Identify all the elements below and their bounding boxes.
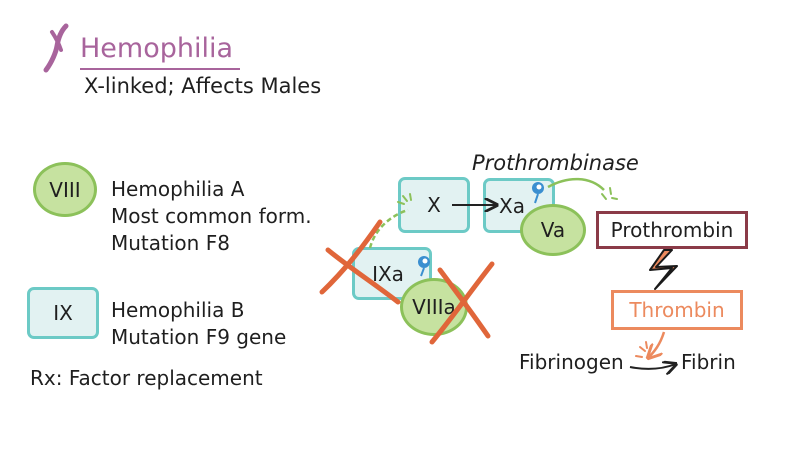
hemophilia-a-line-3: Mutation F8 [111,231,230,255]
factor-ix-box: IX [27,287,99,339]
factor-ixa-label: IXa [372,261,404,286]
treatment-text: Rx: Factor replacement [30,366,263,390]
hemophilia-a-description: Hemophilia A Most common form. Mutation … [111,176,312,257]
prothrombinase-label: Prothrombinase [472,151,639,175]
prothrombin-label: Prothrombin [610,218,734,242]
factor-viii-label: VIII [49,177,81,202]
xa-activates-prothrombin-arrow [547,177,605,191]
factor-va-oval: Va [520,204,586,256]
lightning-bolt-icon [649,249,678,290]
factor-x-label: X [427,193,441,217]
ixa-activates-x-arrow [368,208,409,249]
activation-sparks-fibrinogen [635,341,648,358]
hemophilia-b-line-1: Hemophilia B [111,298,245,322]
factor-ix-label: IX [53,301,73,325]
factor-viiia-label: VIIIa [412,295,456,319]
xa-binding-marker [532,182,544,204]
factor-viii-oval: VIII [33,162,97,217]
chromosome-icon [43,23,69,73]
thrombin-box: Thrombin [611,290,743,330]
page-title: Hemophilia [80,33,234,64]
hemophilia-b-description: Hemophilia B Mutation F9 gene [111,297,286,351]
ixa-binding-marker [418,256,430,277]
hemophilia-a-line-2: Most common form. [111,204,312,228]
fibrinogen-to-fibrin-arrow [629,364,676,369]
hemophilia-a-line-1: Hemophilia A [111,177,245,201]
title-underline [80,68,240,70]
thrombin-activates-fibrinogen-arrow [648,331,666,358]
hemophilia-b-line-2: Mutation F9 gene [111,325,287,349]
fibrinogen-label: Fibrinogen [519,350,624,374]
factor-va-label: Va [540,218,566,242]
page-subtitle: X-linked; Affects Males [84,74,322,98]
activation-sparks-prothrombin [601,187,618,200]
ixa-cross-out [319,219,401,305]
fibrin-label: Fibrin [681,350,736,374]
thrombin-label: Thrombin [629,298,725,322]
viiia-cross-out [429,261,495,345]
factor-xa-label: Xa [499,193,525,218]
activation-sparks-x [397,193,412,205]
prothrombin-box: Prothrombin [596,211,748,249]
